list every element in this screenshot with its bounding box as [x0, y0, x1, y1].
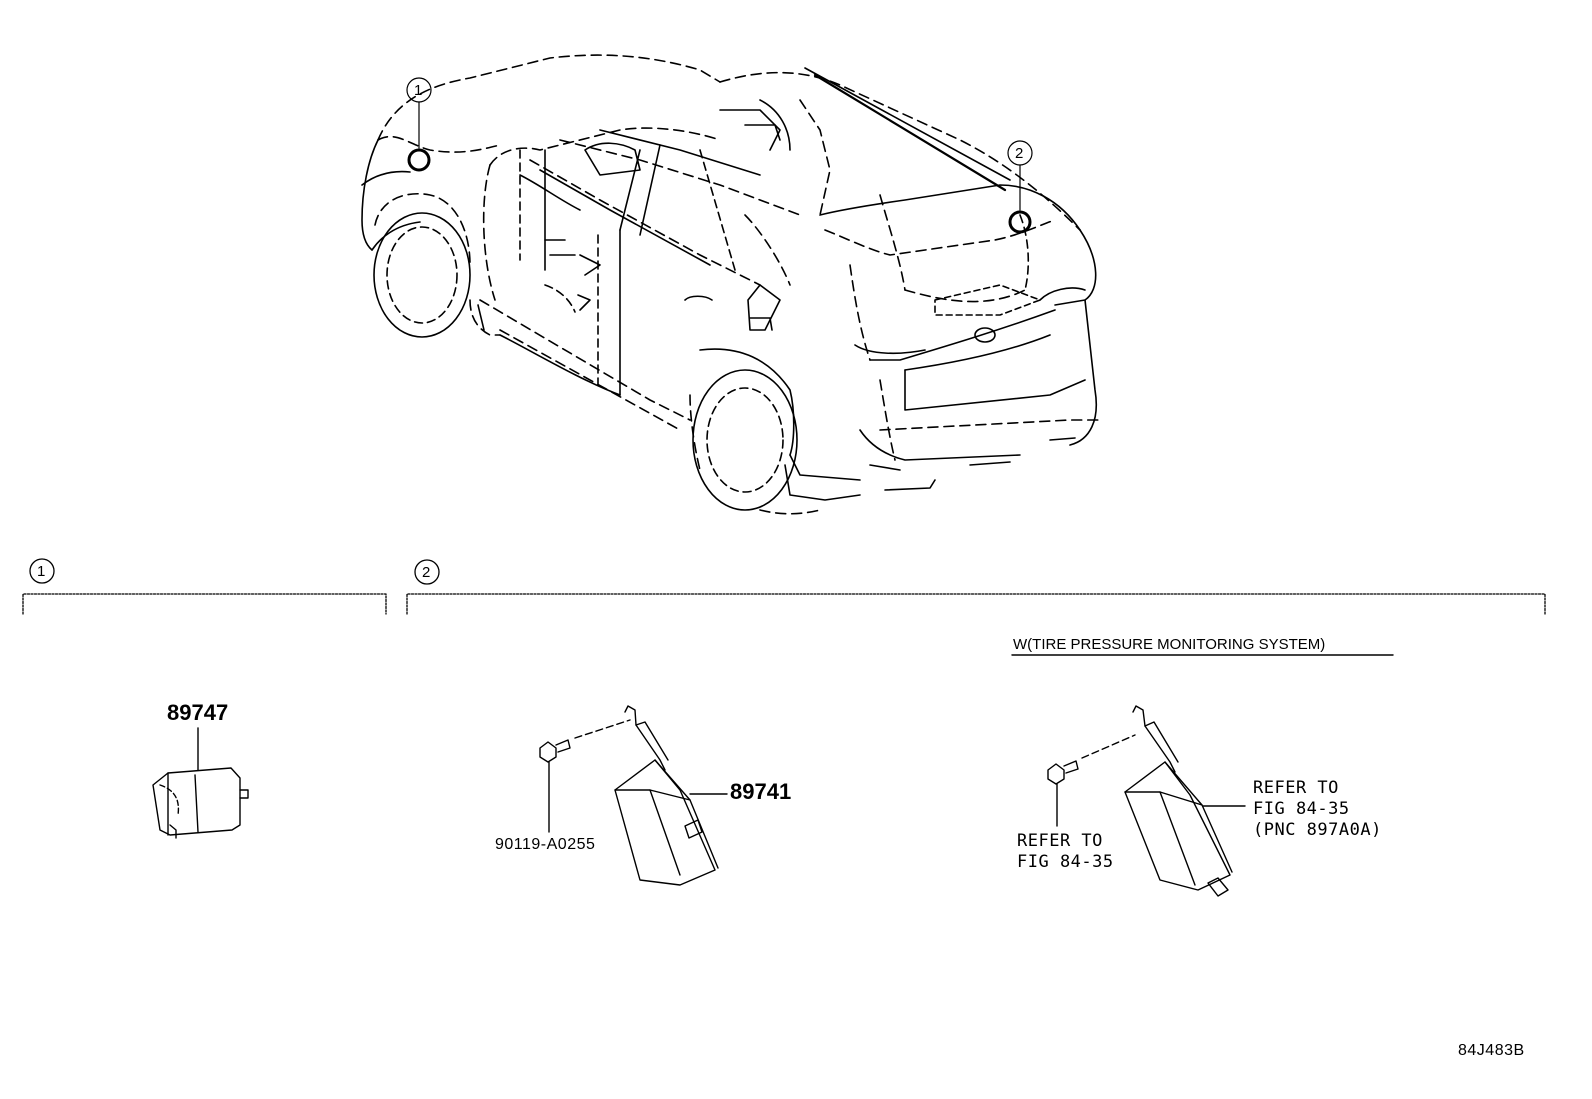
section-2-number: 2: [422, 564, 431, 581]
part-89747-illustration: [152, 727, 249, 839]
part-number-89741: 89741: [730, 779, 792, 804]
tpms-condition-label: W(TIRE PRESSURE MONITORING SYSTEM): [1013, 636, 1326, 653]
section-1-number: 1: [37, 563, 46, 580]
refer-bolt-line-1: REFER TO: [1017, 831, 1103, 851]
vehicle-location-marker-1: [407, 148, 431, 172]
vehicle-illustration: [361, 54, 1101, 515]
rear-wheel: [692, 369, 798, 511]
refer-bolt-line-2: FIG 84-35: [1017, 852, 1114, 872]
tpms-module-illustration: [1047, 705, 1246, 897]
vehicle-location-marker-2: [1008, 210, 1032, 234]
section-brackets: [22, 558, 1546, 656]
refer-module-line-1: REFER TO: [1253, 778, 1339, 798]
callout-2-label: 2: [1015, 145, 1024, 162]
front-wheel: [373, 212, 471, 338]
refer-module-line-3: (PNC 897A0A): [1253, 820, 1382, 840]
refer-module-line-2: FIG 84-35: [1253, 799, 1350, 819]
part-number-89747: 89747: [167, 700, 229, 725]
part-89741-illustration: [539, 705, 728, 886]
figure-code: 84J483B: [1458, 1042, 1525, 1059]
callout-1-label: 1: [414, 82, 423, 99]
part-number-bolt: 90119-A0255: [495, 836, 596, 853]
